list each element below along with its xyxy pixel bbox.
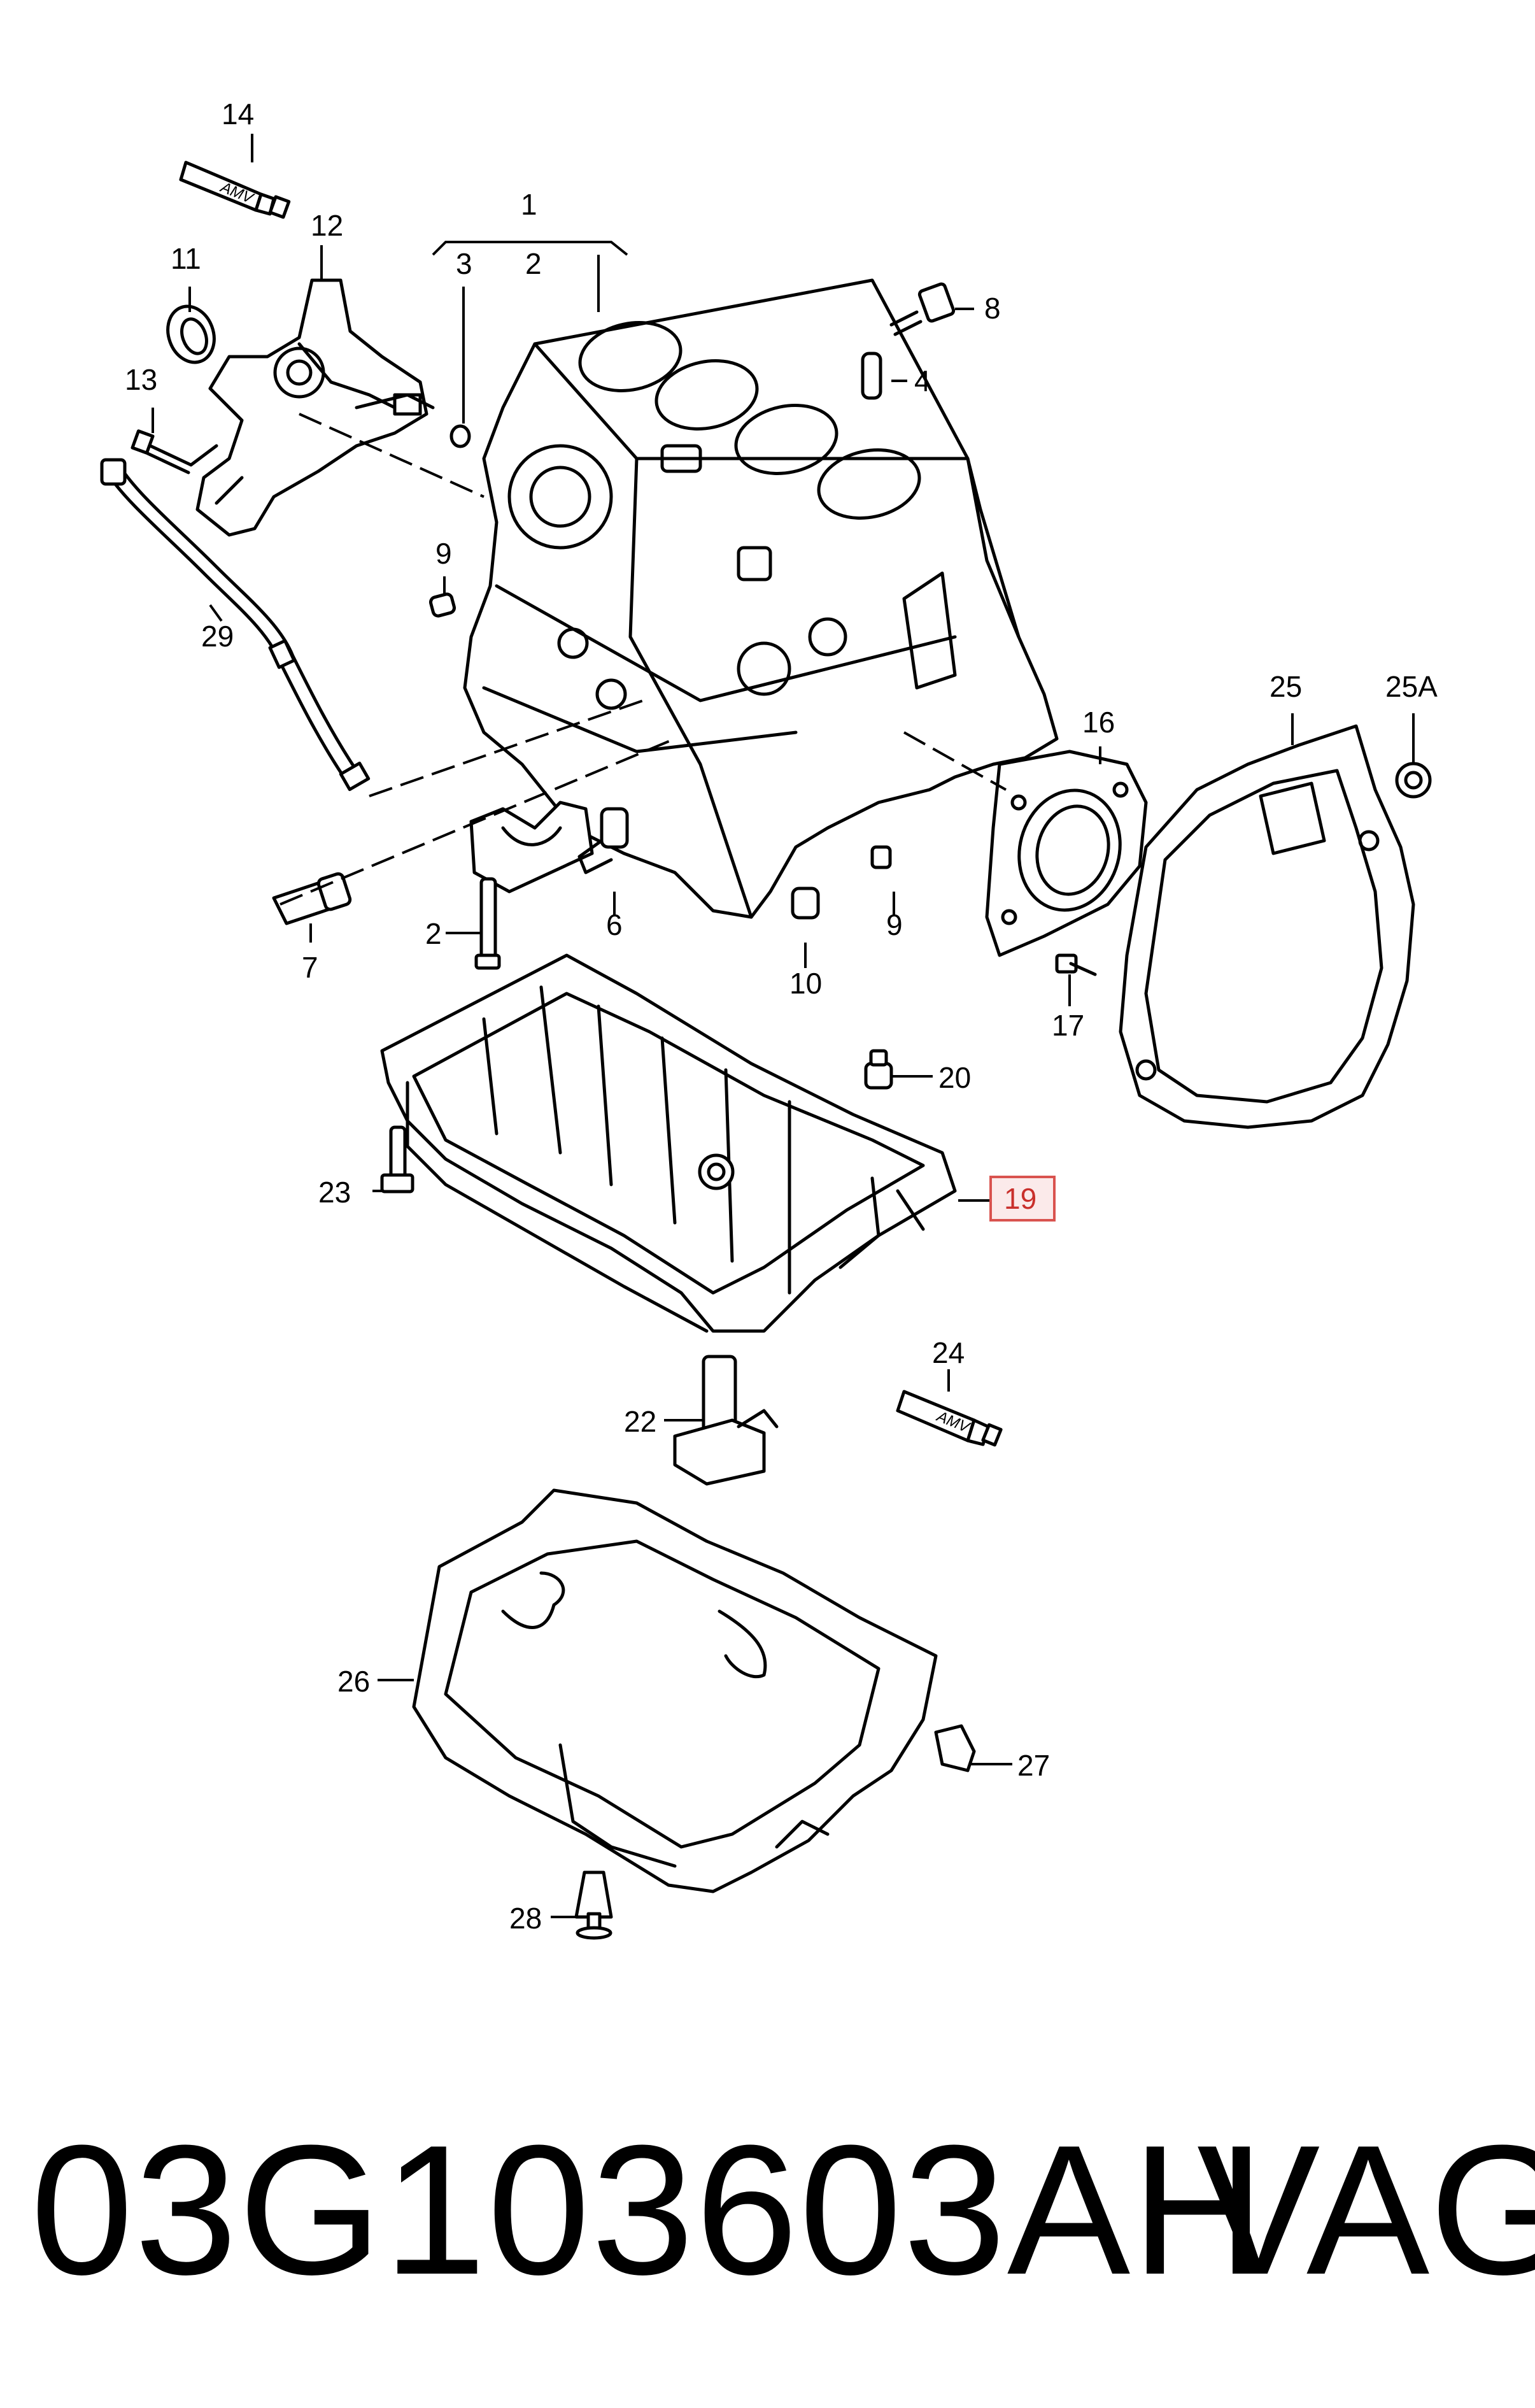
callout-12: 12 [311,209,343,242]
callout-8: 8 [984,292,1001,325]
callout-23: 23 [318,1176,351,1209]
dipstick-tube-icon [100,458,371,792]
callout-20: 20 [938,1061,971,1094]
callout-9-left: 9 [435,537,452,570]
brand-name: VAG [1197,2107,1535,2313]
callout-9-right: 9 [886,908,903,941]
intermediate-plate-icon [1119,724,1415,1129]
main-bearing-cap-icon [469,801,594,970]
callout-19-highlight [989,1176,1056,1222]
callout-11: 11 [171,242,201,275]
oil-spray-jet-icon [577,807,629,874]
callout-4: 4 [914,364,931,397]
callout-24: 24 [932,1336,965,1369]
part-number: 03G103603AH [31,2107,1266,2313]
callout-22: 22 [624,1405,656,1438]
oil-pump-bracket-icon [189,278,435,537]
drain-plug-20-icon [864,1049,893,1090]
oil-level-sender-icon [673,1355,779,1486]
seal-25a-icon [1395,762,1432,799]
callout-2-top: 2 [525,247,542,280]
rear-seal-flange-icon [985,750,1148,957]
callout-26: 26 [337,1665,370,1698]
pin-9-left-icon [428,592,456,618]
callout-7: 7 [302,951,318,984]
assembly-guide-lines [279,413,1007,906]
sealant-tube-top-icon: AMV [179,160,291,219]
callout-29: 29 [201,620,234,653]
oil-pressure-switch-icon [272,872,352,925]
callout-14: 14 [222,97,254,131]
rivet-28-icon [574,1870,613,1940]
callout-17: 17 [1052,1009,1084,1042]
callout-10: 10 [789,967,822,1000]
callout-2-bottom: 2 [425,917,442,950]
dowel-10-icon [791,887,820,920]
bolt-17-icon [1055,953,1097,976]
leader-lines [152,134,1415,1918]
bolt-8-icon [889,282,956,336]
pin-9-right-icon [870,845,892,869]
sealant-tube-bottom-icon: AMV [896,1390,1003,1447]
plug-3-icon [449,424,471,448]
callout-labels: 1 2 3 4 8 14 11 12 13 29 9 16 25 25A 17 … [125,97,1438,1935]
callout-6: 6 [606,908,623,941]
callout-13: 13 [125,363,157,396]
callout-25: 25 [1270,670,1302,703]
clip-27-icon [934,1724,976,1772]
callout-28: 28 [509,1902,542,1935]
bolt-23-icon [380,1125,414,1193]
lower-pan-shield-icon [412,1488,938,1893]
callout-16: 16 [1082,706,1115,739]
callout-25A: 25A [1385,670,1438,703]
dowel-4-icon [861,352,882,400]
callout-19: 19 [1004,1182,1036,1215]
callout-1: 1 [521,188,537,221]
engine-block-icon [463,278,1059,919]
callout-3: 3 [456,247,472,280]
callout-27: 27 [1017,1749,1050,1782]
oil-pan-upper-icon [380,953,957,1333]
seal-ring-icon [166,304,216,364]
bolt-13-icon [131,429,193,474]
